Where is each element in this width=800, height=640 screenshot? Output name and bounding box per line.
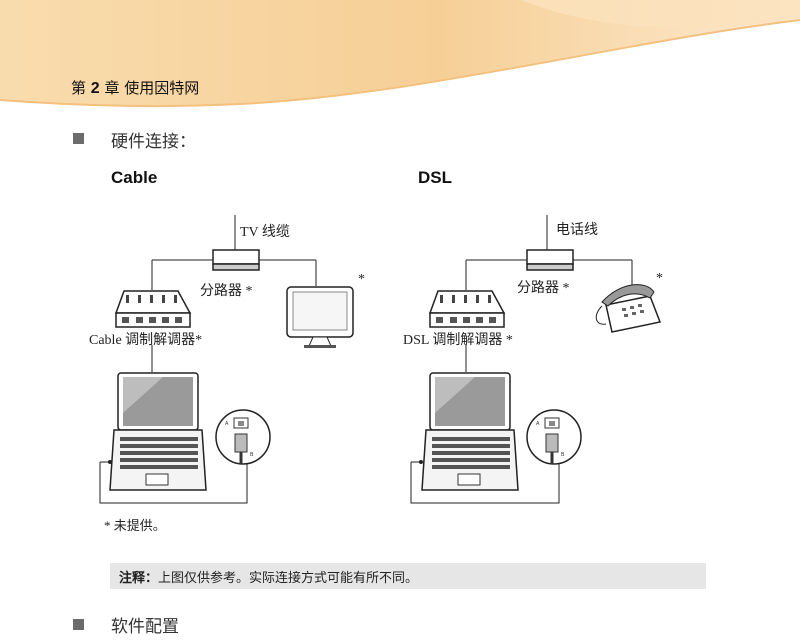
section-heading-hardware: 硬件连接： xyxy=(111,132,196,152)
header-banner xyxy=(0,0,800,108)
connection-diagram: A B TV 线缆 分路器 * * xyxy=(89,215,663,504)
tv-cable-label: TV 线缆 xyxy=(240,224,290,240)
telephone-asterisk: * xyxy=(656,271,663,286)
dsl-splitter-label: 分路器 * xyxy=(517,280,570,296)
cable-splitter-label: 分路器 * xyxy=(200,283,253,299)
cable-splitter-icon xyxy=(212,249,260,271)
dsl-modem-label: DSL 调制解调器 * xyxy=(403,332,513,348)
telephone-icon xyxy=(595,284,662,333)
cable-laptop-icon xyxy=(109,372,207,491)
monitor-asterisk: * xyxy=(358,272,365,287)
cable-title: Cable xyxy=(111,168,158,187)
cable-ethernet-plug-icon xyxy=(214,408,272,466)
cable-modem-label: Cable 调制解调器* xyxy=(89,332,202,348)
bullet-square-icon xyxy=(73,133,84,144)
dsl-splitter-icon xyxy=(526,249,574,271)
note-text: 上图仅供参考。实际连接方式可能有所不同。 xyxy=(158,571,419,586)
footnote: * 未提供。 xyxy=(104,518,166,533)
dsl-laptop-icon xyxy=(421,372,519,491)
monitor-icon xyxy=(286,286,354,348)
note-box: 注释：上图仅供参考。实际连接方式可能有所不同。 xyxy=(110,563,706,589)
chapter-title: 第 2 章 使用因特网 xyxy=(71,79,200,97)
dsl-title: DSL xyxy=(418,168,452,187)
section-heading-software: 软件配置 xyxy=(111,617,179,637)
dsl-ethernet-plug-icon xyxy=(525,408,583,466)
bullet-square-icon xyxy=(73,619,84,630)
dsl-modem-icon xyxy=(429,290,505,328)
note-label: 注释： xyxy=(119,571,159,586)
cable-modem-icon xyxy=(115,290,191,328)
phone-line-label: 电话线 xyxy=(556,222,598,238)
